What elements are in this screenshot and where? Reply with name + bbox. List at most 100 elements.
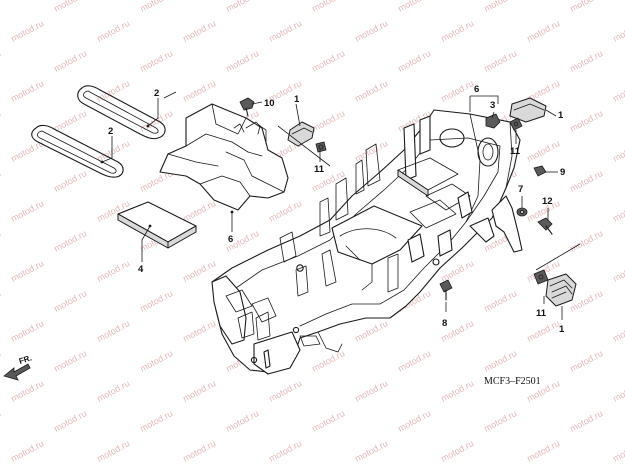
diagram-code: MCF3–F2501 xyxy=(484,376,541,387)
watermark-text: motod.ru xyxy=(9,318,45,344)
watermark-text: motod.ru xyxy=(9,438,45,464)
watermark-text: motod.ru xyxy=(310,348,346,374)
callout-10: 10 xyxy=(264,98,275,109)
watermark-text: motod.ru xyxy=(267,438,303,464)
screw-part-8 xyxy=(439,279,453,301)
watermark-text: motod.ru xyxy=(611,198,625,224)
fender-main-part-5 xyxy=(211,109,523,375)
watermark-text: motod.ru xyxy=(568,408,604,434)
watermark-text: motod.ru xyxy=(52,348,88,374)
watermark-text: motod.ru xyxy=(138,48,174,74)
watermark-text: motod.ru xyxy=(0,48,2,74)
watermark-text: motod.ru xyxy=(138,348,174,374)
nut-part-11b xyxy=(509,117,523,131)
watermark-text: motod.ru xyxy=(439,438,475,464)
watermark-text: motod.ru xyxy=(9,18,45,44)
watermark-text: motod.ru xyxy=(267,198,303,224)
watermark-text: motod.ru xyxy=(224,48,260,74)
watermark-text: motod.ru xyxy=(181,438,217,464)
grommet-part-1a xyxy=(287,121,315,147)
watermark-text: motod.ru xyxy=(0,348,2,374)
seal-ring-2a xyxy=(77,85,166,140)
watermark-text: motod.ru xyxy=(52,168,88,194)
bolt-part-12 xyxy=(537,217,553,235)
watermark-text: motod.ru xyxy=(439,378,475,404)
watermark-text: motod.ru xyxy=(568,228,604,254)
watermark-text: motod.ru xyxy=(52,288,88,314)
watermark-text: motod.ru xyxy=(0,408,2,434)
watermark-text: motod.ru xyxy=(396,0,432,14)
watermark-text: motod.ru xyxy=(525,18,561,44)
watermark-text: motod.ru xyxy=(138,408,174,434)
grommet-part-1c xyxy=(545,273,577,307)
callout-1-right: 1 xyxy=(558,110,564,121)
watermark-text: motod.ru xyxy=(611,258,625,284)
watermark-text: motod.ru xyxy=(181,318,217,344)
watermark-text: motod.ru xyxy=(611,438,625,464)
watermark-text: motod.ru xyxy=(224,0,260,14)
callout-1-lower: 1 xyxy=(559,324,565,335)
watermark-text: motod.ru xyxy=(482,348,518,374)
watermark-text: motod.ru xyxy=(95,18,131,44)
watermark-text: motod.ru xyxy=(95,258,131,284)
clip-part-3 xyxy=(485,113,501,129)
watermark-text: motod.ru xyxy=(611,138,625,164)
watermark-text: motod.ru xyxy=(0,168,2,194)
callout-7: 7 xyxy=(518,184,523,195)
watermark-text: motod.ru xyxy=(138,0,174,14)
watermark-text: motod.ru xyxy=(568,108,604,134)
watermark-text: motod.ru xyxy=(568,48,604,74)
washer-part-7 xyxy=(516,207,528,217)
watermark-text: motod.ru xyxy=(310,108,346,134)
watermark-text: motod.ru xyxy=(52,228,88,254)
watermark-text: motod.ru xyxy=(396,48,432,74)
watermark-text: motod.ru xyxy=(9,378,45,404)
callout-6-right: 6 xyxy=(474,84,479,95)
nut-part-11a xyxy=(315,141,327,153)
callout-9: 9 xyxy=(560,167,565,178)
watermark-text: motod.ru xyxy=(353,438,389,464)
watermark-text: motod.ru xyxy=(0,108,2,134)
watermark-text: motod.ru xyxy=(568,168,604,194)
callout-8: 8 xyxy=(442,318,447,329)
front-label: FR. xyxy=(18,353,33,366)
watermark-text: motod.ru xyxy=(95,378,131,404)
watermark-text: motod.ru xyxy=(611,78,625,104)
watermark-text: motod.ru xyxy=(52,48,88,74)
watermark-text: motod.ru xyxy=(9,78,45,104)
nut-part-11c xyxy=(533,269,549,285)
watermark-text: motod.ru xyxy=(525,318,561,344)
watermark-text: motod.ru xyxy=(611,18,625,44)
watermark-text: motod.ru xyxy=(396,408,432,434)
watermark-text: motod.ru xyxy=(353,378,389,404)
callout-2-lower: 2 xyxy=(108,126,113,137)
watermark-text: motod.ru xyxy=(267,18,303,44)
watermark-text: motod.ru xyxy=(9,198,45,224)
callout-3: 3 xyxy=(490,100,495,111)
watermark-text: motod.ru xyxy=(482,0,518,14)
watermark-text: motod.ru xyxy=(138,288,174,314)
watermark-text: motod.ru xyxy=(611,378,625,404)
watermark-text: motod.ru xyxy=(353,138,389,164)
cover-part-6 xyxy=(159,103,289,211)
callout-4: 4 xyxy=(138,264,144,275)
leader-lines xyxy=(100,91,581,320)
watermark-text: motod.ru xyxy=(181,378,217,404)
grommet-part-1b xyxy=(509,97,547,123)
front-arrow-icon xyxy=(3,363,31,381)
callout-11-right: 11 xyxy=(510,146,521,157)
watermark-text: motod.ru xyxy=(310,48,346,74)
watermark-text: motod.ru xyxy=(9,258,45,284)
callout-11-lower: 11 xyxy=(536,308,547,319)
watermark-text: motod.ru xyxy=(611,318,625,344)
watermark-text: motod.ru xyxy=(0,288,2,314)
callout-1-left: 1 xyxy=(294,94,300,105)
watermark-text: motod.ru xyxy=(568,348,604,374)
watermark-text: motod.ru xyxy=(95,78,131,104)
watermark-text: motod.ru xyxy=(525,438,561,464)
watermark-text: motod.ru xyxy=(181,198,217,224)
seal-ring-2b xyxy=(31,124,124,178)
watermark-text: motod.ru xyxy=(310,408,346,434)
watermark-text: motod.ru xyxy=(568,0,604,14)
